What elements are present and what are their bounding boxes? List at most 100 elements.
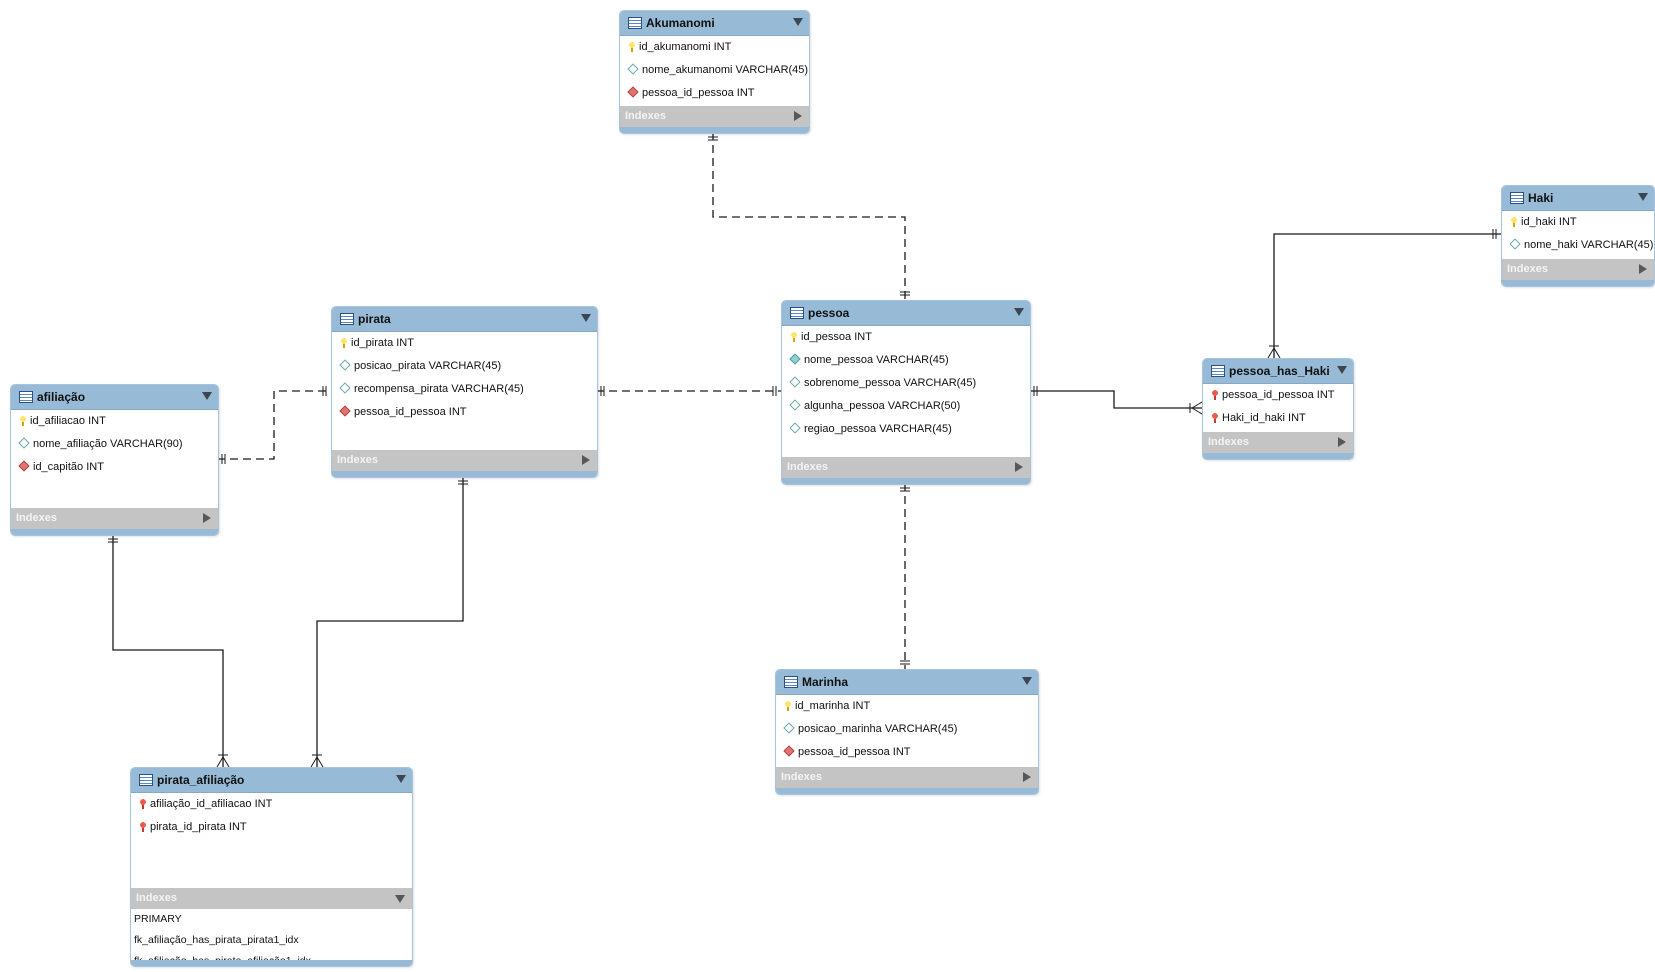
foreign-key-column-icon bbox=[627, 86, 639, 98]
indexes-section-header[interactable]: Indexes bbox=[332, 450, 597, 471]
column-row[interactable]: recompensa_pirata VARCHAR(45) bbox=[332, 378, 597, 401]
table-haki[interactable]: Haki id_haki INT nome_haki VARCHAR(45)Inde… bbox=[1501, 185, 1655, 287]
column-label: id_afiliacao INT bbox=[30, 415, 106, 427]
column-row[interactable]: id_capitão INT bbox=[11, 456, 218, 479]
table-header[interactable]: Marinha bbox=[776, 670, 1038, 695]
table-icon bbox=[139, 774, 153, 786]
column-label: id_pirata INT bbox=[351, 337, 414, 349]
column-row[interactable]: pirata_id_pirata INT bbox=[131, 816, 412, 839]
column-row[interactable]: id_pirata INT bbox=[332, 332, 597, 355]
column-row[interactable]: nome_pessoa VARCHAR(45) bbox=[782, 349, 1030, 372]
indexes-section-header[interactable]: Indexes bbox=[131, 888, 412, 909]
indexes-section-header[interactable]: Indexes bbox=[620, 106, 809, 127]
column-row[interactable]: nome_akumanomi VARCHAR(45) bbox=[620, 59, 809, 82]
column-row[interactable]: pessoa_id_pessoa INT bbox=[1203, 384, 1353, 407]
column-row[interactable]: id_akumanomi INT bbox=[620, 36, 809, 59]
column-icon bbox=[789, 399, 801, 411]
relationship-line-afiliacao-pirata_afiliacao bbox=[112, 534, 224, 767]
index-list: PRIMARY fk_afiliação_has_pirata_pirata1_i… bbox=[131, 909, 412, 966]
column-label: pessoa_id_pessoa INT bbox=[354, 406, 467, 418]
column-row[interactable]: id_pessoa INT bbox=[782, 326, 1030, 349]
primary-key-icon bbox=[1510, 217, 1518, 228]
column-label: afiliação_id_afiliacao INT bbox=[150, 798, 273, 810]
column-row[interactable]: pessoa_id_pessoa INT bbox=[620, 82, 809, 105]
indexes-section-header[interactable]: Indexes bbox=[776, 767, 1038, 788]
expand-right-arrow-icon[interactable] bbox=[1338, 437, 1346, 447]
column-row[interactable]: pessoa_id_pessoa INT bbox=[332, 401, 597, 424]
column-label: Haki_id_haki INT bbox=[1222, 412, 1306, 424]
collapse-toggle-icon[interactable] bbox=[581, 314, 591, 322]
column-row[interactable]: posicao_marinha VARCHAR(45) bbox=[776, 718, 1038, 741]
table-icon bbox=[790, 307, 804, 319]
table-afiliacao[interactable]: afiliação id_afiliacao INT nome_afiliação … bbox=[10, 384, 219, 536]
column-label: posicao_marinha VARCHAR(45) bbox=[798, 723, 958, 735]
column-row[interactable]: pessoa_id_pessoa INT bbox=[776, 741, 1038, 764]
column-row[interactable]: algunha_pessoa VARCHAR(50) bbox=[782, 395, 1030, 418]
table-icon bbox=[1510, 192, 1524, 204]
table-akumanomi[interactable]: Akumanomi id_akumanomi INT nome_akumanomi … bbox=[619, 10, 810, 134]
expand-right-arrow-icon[interactable] bbox=[1023, 772, 1031, 782]
column-label: regiao_pessoa VARCHAR(45) bbox=[804, 423, 952, 435]
table-pirata-afiliacao[interactable]: pirata_afiliação afiliação_id_afiliacao I… bbox=[130, 767, 413, 967]
column-row[interactable]: afiliação_id_afiliacao INT bbox=[131, 793, 412, 816]
table-pirata[interactable]: pirata id_pirata INT posicao_pirata VARCHA… bbox=[331, 306, 598, 478]
column-label: posicao_pirata VARCHAR(45) bbox=[354, 360, 502, 372]
primary-key-icon bbox=[19, 416, 27, 427]
table-icon bbox=[628, 17, 642, 29]
expand-down-arrow-icon[interactable] bbox=[395, 895, 405, 903]
collapse-toggle-icon[interactable] bbox=[396, 775, 406, 783]
foreign-key-icon bbox=[139, 799, 147, 810]
column-row[interactable]: nome_haki VARCHAR(45) bbox=[1502, 234, 1654, 257]
collapse-toggle-icon[interactable] bbox=[202, 392, 212, 400]
table-header[interactable]: pirata_afiliação bbox=[131, 768, 412, 793]
indexes-label: Indexes bbox=[625, 110, 666, 122]
table-header[interactable]: Akumanomi bbox=[620, 11, 809, 36]
column-list: id_haki INT nome_haki VARCHAR(45) bbox=[1502, 211, 1654, 257]
relationship-line-afiliacao-pirata bbox=[217, 390, 331, 460]
foreign-key-icon bbox=[1211, 390, 1219, 401]
table-header[interactable]: Haki bbox=[1502, 186, 1654, 211]
collapse-toggle-icon[interactable] bbox=[1337, 366, 1347, 374]
indexes-section-header[interactable]: Indexes bbox=[1203, 432, 1353, 453]
table-header[interactable]: pirata bbox=[332, 307, 597, 332]
column-row[interactable]: sobrenome_pessoa VARCHAR(45) bbox=[782, 372, 1030, 395]
column-icon bbox=[783, 722, 795, 734]
table-header[interactable]: pessoa_has_Haki bbox=[1203, 359, 1353, 384]
collapse-toggle-icon[interactable] bbox=[1014, 308, 1024, 316]
table-name: Akumanomi bbox=[646, 16, 715, 30]
column-label: id_akumanomi INT bbox=[639, 41, 732, 53]
column-list: id_pessoa INT nome_pessoa VARCHAR(45) sobr… bbox=[782, 326, 1030, 441]
column-label: nome_pessoa VARCHAR(45) bbox=[804, 354, 949, 366]
collapse-toggle-icon[interactable] bbox=[1638, 193, 1648, 201]
expand-right-arrow-icon[interactable] bbox=[1015, 462, 1023, 472]
expand-right-arrow-icon[interactable] bbox=[582, 455, 590, 465]
column-row[interactable]: id_afiliacao INT bbox=[11, 410, 218, 433]
collapse-toggle-icon[interactable] bbox=[1022, 677, 1032, 685]
indexes-section-header[interactable]: Indexes bbox=[1502, 259, 1654, 280]
index-item[interactable]: PRIMARY bbox=[134, 913, 182, 925]
table-name: afiliação bbox=[37, 390, 86, 404]
relationship-line-haki-pessoa_has_haki bbox=[1273, 233, 1501, 358]
primary-key-icon bbox=[628, 42, 636, 53]
column-row[interactable]: Haki_id_haki INT bbox=[1203, 407, 1353, 430]
indexes-section-header[interactable]: Indexes bbox=[11, 508, 218, 529]
indexes-section-header[interactable]: Indexes bbox=[782, 457, 1030, 478]
column-row[interactable]: id_marinha INT bbox=[776, 695, 1038, 718]
expand-right-arrow-icon[interactable] bbox=[203, 513, 211, 523]
column-row[interactable]: id_haki INT bbox=[1502, 211, 1654, 234]
column-label: recompensa_pirata VARCHAR(45) bbox=[354, 383, 524, 395]
table-footer bbox=[776, 788, 1038, 794]
table-header[interactable]: afiliação bbox=[11, 385, 218, 410]
column-row[interactable]: regiao_pessoa VARCHAR(45) bbox=[782, 418, 1030, 441]
column-row[interactable]: nome_afiliação VARCHAR(90) bbox=[11, 433, 218, 456]
expand-right-arrow-icon[interactable] bbox=[1639, 264, 1647, 274]
expand-right-arrow-icon[interactable] bbox=[794, 111, 802, 121]
column-label: id_haki INT bbox=[1521, 216, 1577, 228]
index-item[interactable]: fk_afiliação_has_pirata_pirata1_idx bbox=[134, 934, 299, 946]
table-header[interactable]: pessoa bbox=[782, 301, 1030, 326]
column-row[interactable]: posicao_pirata VARCHAR(45) bbox=[332, 355, 597, 378]
collapse-toggle-icon[interactable] bbox=[793, 18, 803, 26]
